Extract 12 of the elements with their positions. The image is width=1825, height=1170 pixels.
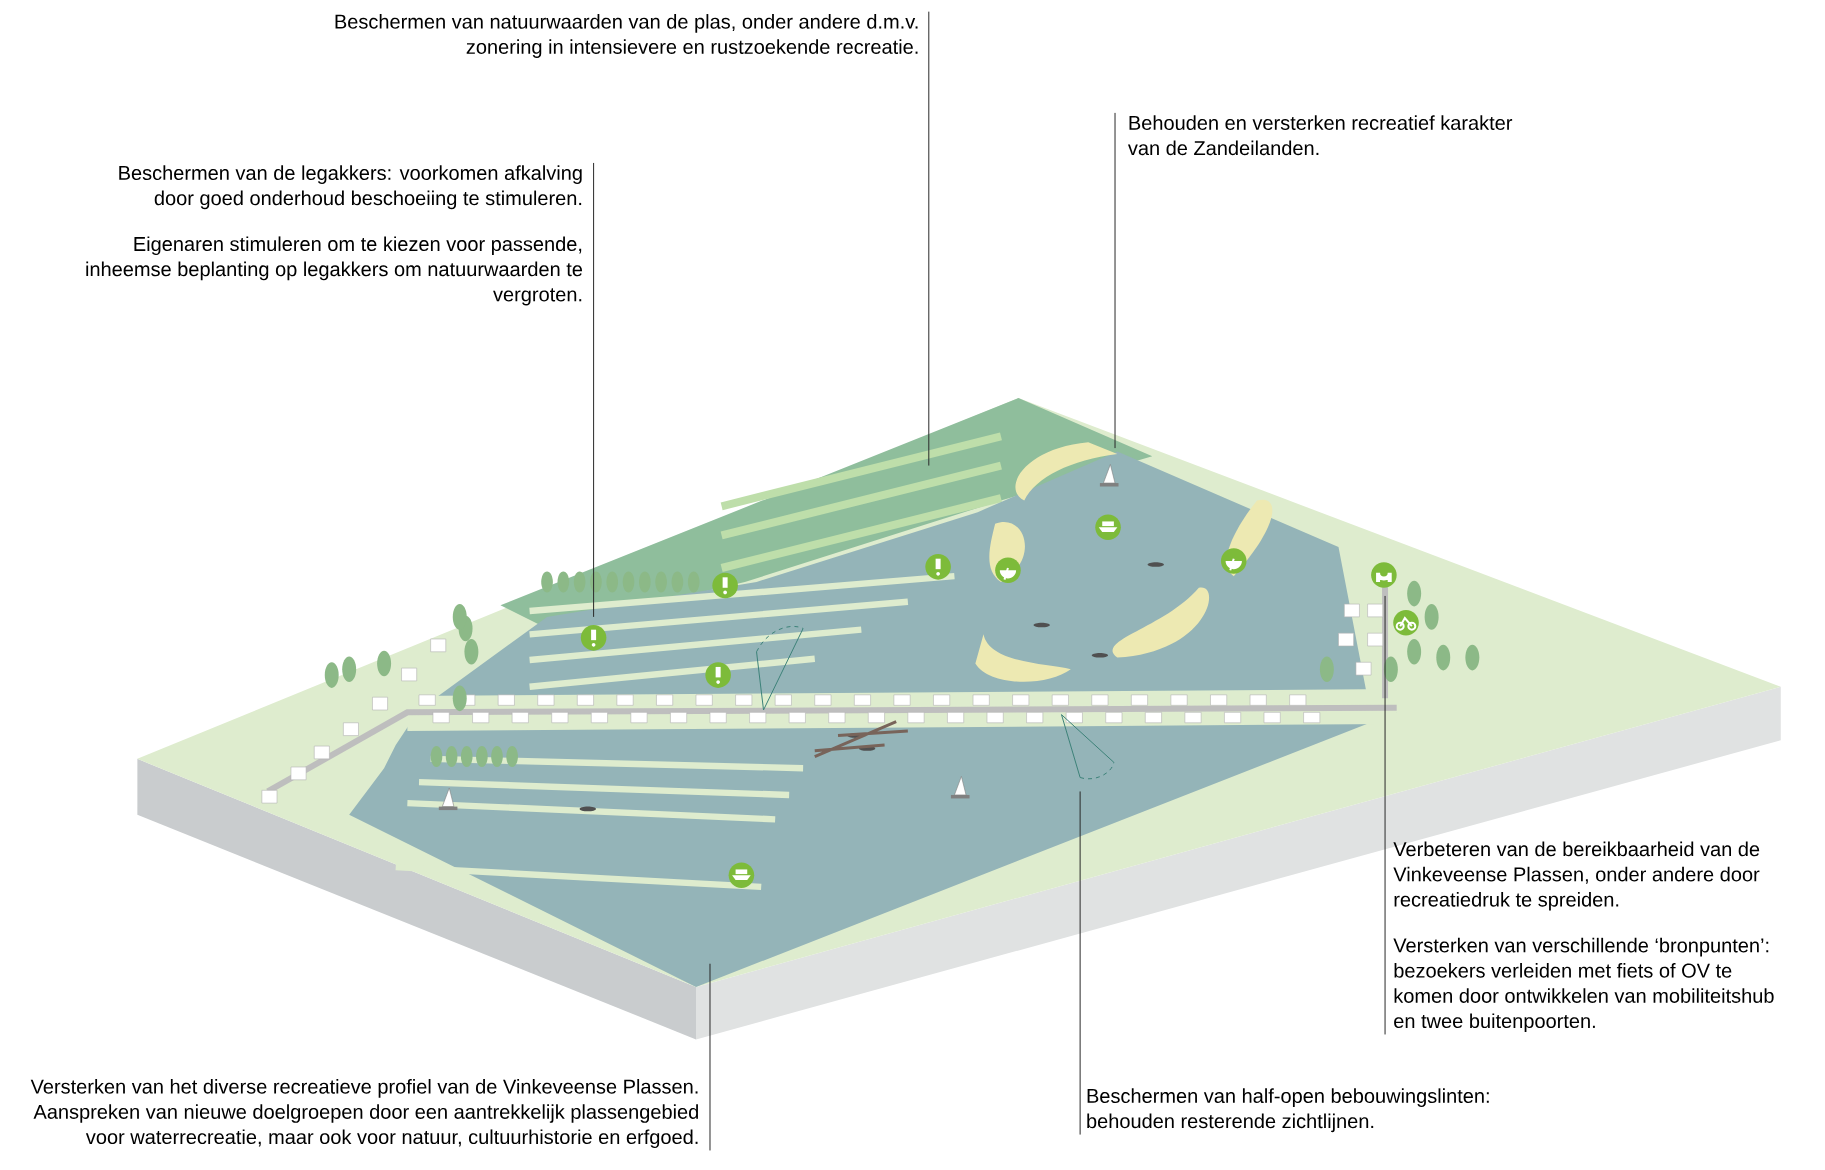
annotation-text: Behouden en versterken recreatief karakter van de Zandeilanden.	[1127, 115, 1513, 156]
annotation-text: Beschermen van de legakkers: voorkomen afkalving door goed onderhoud beschoeiing te stimuleren. Eigenaren stimuleren om te kiezen voor passende, inheemse beplanting op legakkers om natuurwaarden te vergroten.	[86, 165, 583, 306]
annotation-text: Verbeteren van de bereikbaarheid van de Vinkeveense Plassen, onder andere door recreatiedruk te spreiden. Versterken van verschillende ‘bronpunten’: bezoekers verleiden met fiets of OV te komen door ontwikkelen van mobiliteitshub en twee buitenpoorten.	[1393, 841, 1774, 1033]
leader-line	[593, 162, 595, 618]
leader-line	[709, 963, 711, 1152]
leader-line	[1384, 595, 1386, 1036]
annotation-text: Beschermen van half-open bebouwingslinten: behouden resterende zichtlijnen.	[1087, 1088, 1489, 1133]
annotation-text: Beschermen van natuurwaarden van de plas, onder andere d.m.v. zonering in intensievere en rustzoekende recreatie.	[335, 14, 918, 58]
leader-line	[1079, 791, 1081, 1136]
leader-line	[1114, 112, 1116, 449]
annotation-text: Versterken van het diverse recreatieve profiel van de Vinkeveense Plassen. Aanspreken van nieuwe doelgroepen door een aantrekkelijk plassengebied voor waterrecreatie, maar ook voor natuur, cultuurhistorie en erfgoed.	[30, 1079, 698, 1149]
leader-line	[928, 11, 930, 467]
